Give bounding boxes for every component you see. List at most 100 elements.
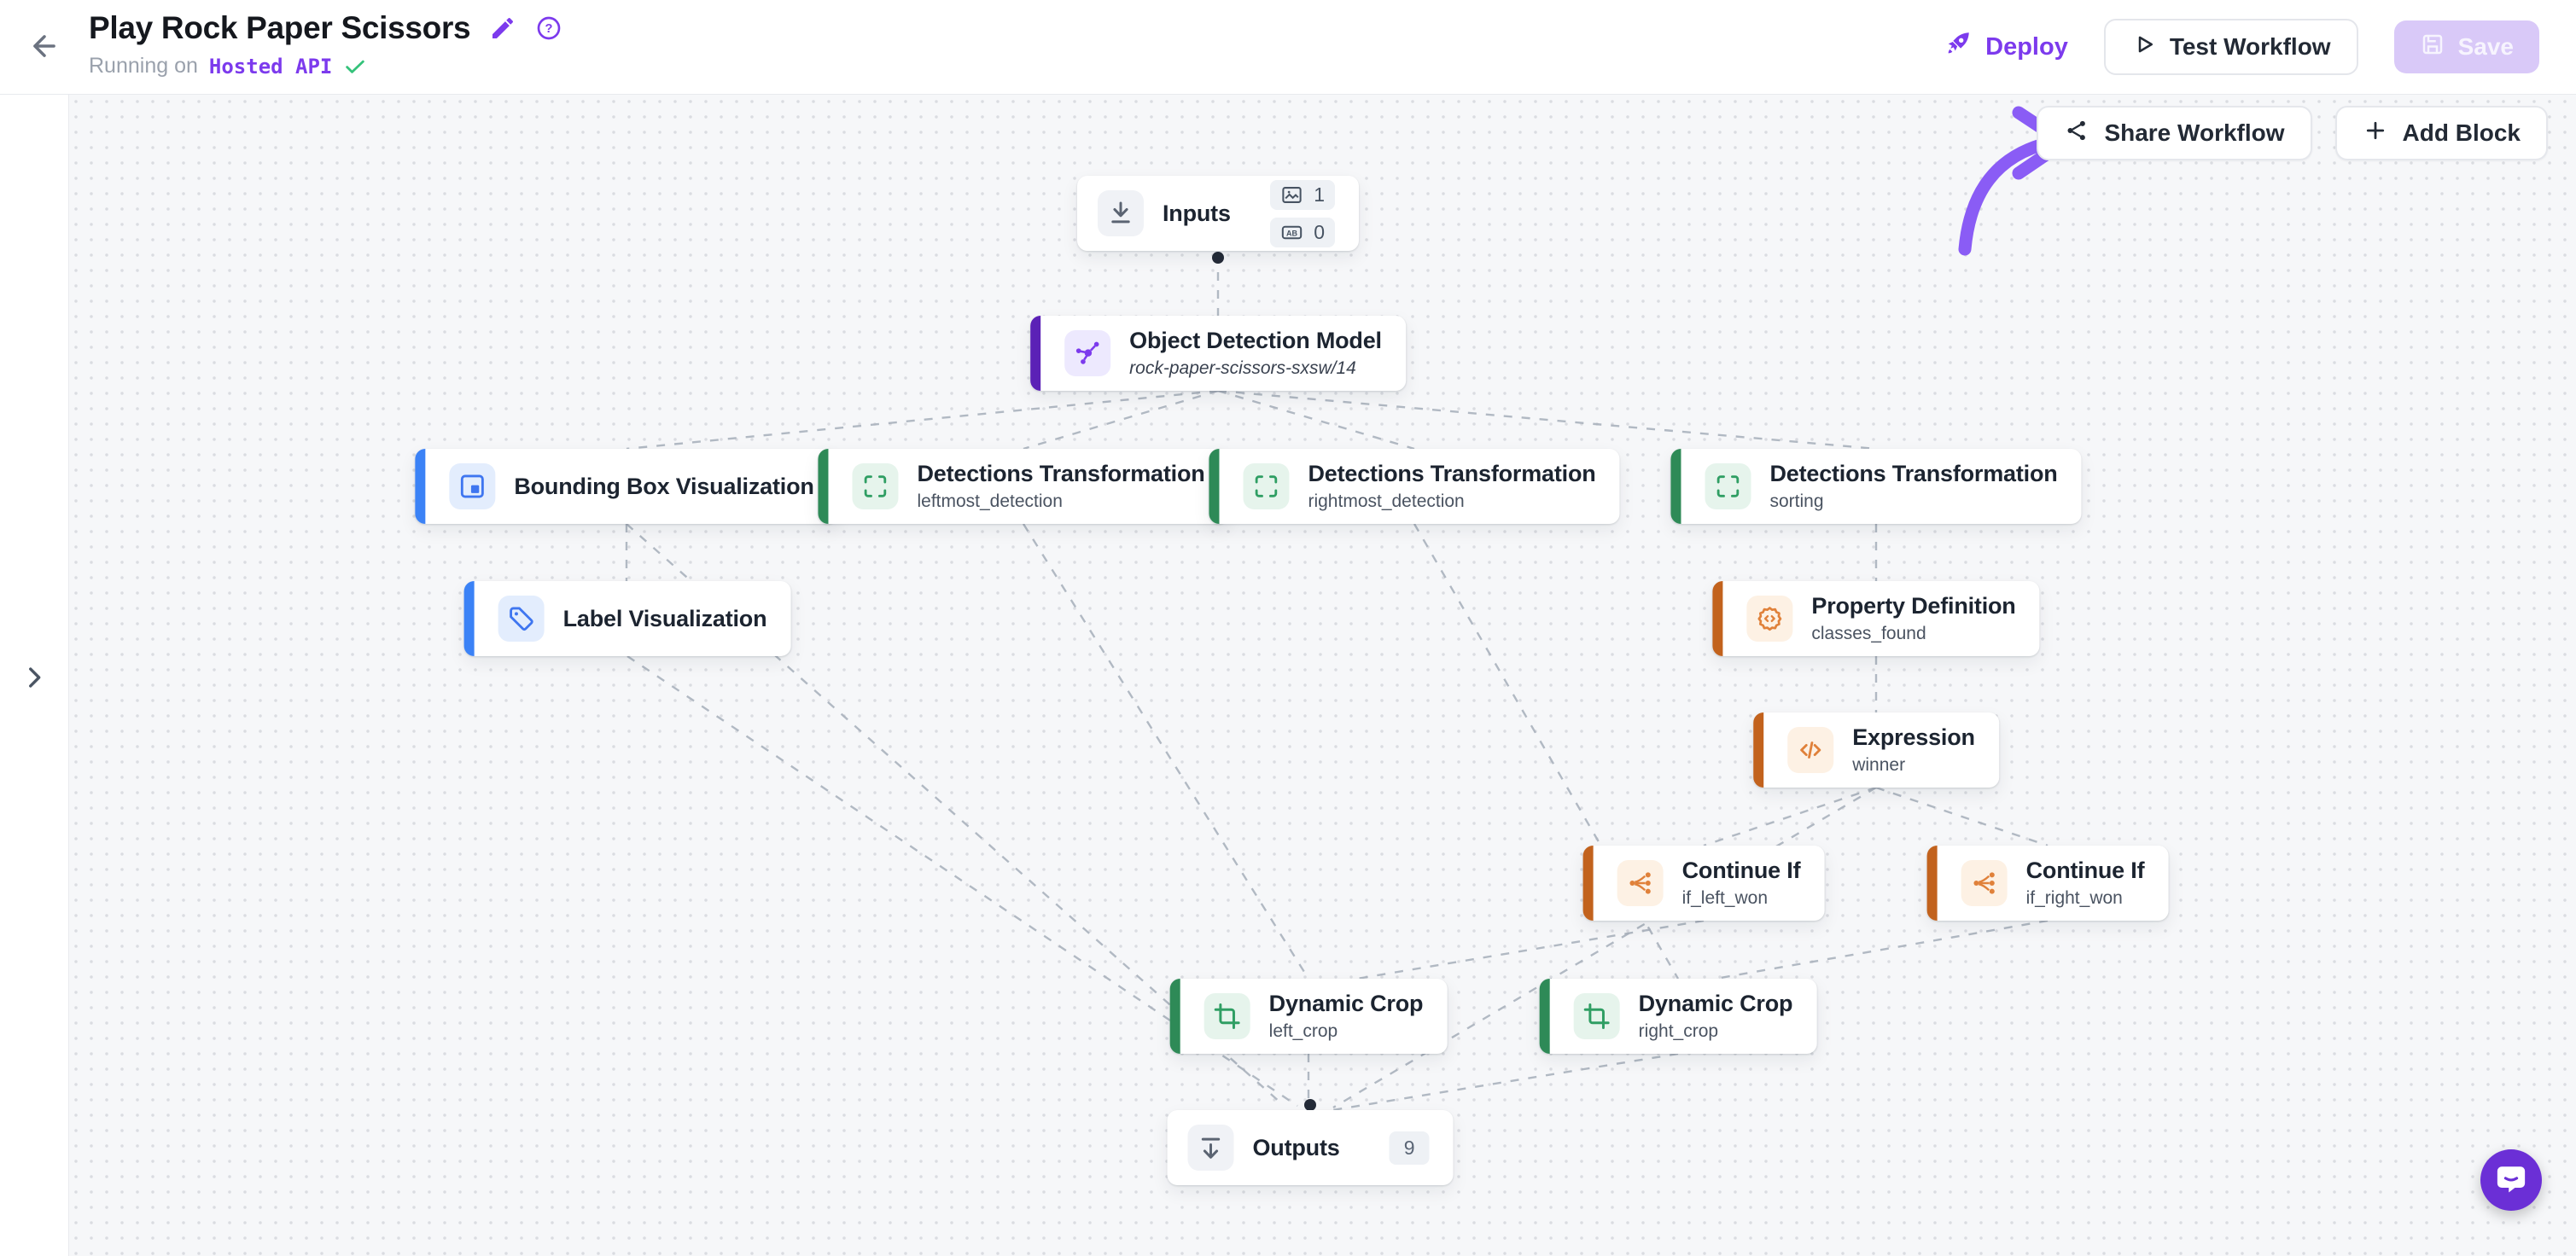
badge-value: 1 (1314, 183, 1325, 206)
node-accent-bar (463, 581, 475, 656)
node-text: Detections Transformation leftmost_detect… (917, 461, 1204, 512)
add-block-button[interactable]: Add Block (2334, 106, 2548, 160)
node-expression[interactable]: Expression winner (1753, 712, 1999, 788)
crop-icon (1203, 993, 1250, 1039)
node-accent-bar (1030, 316, 1041, 391)
node-detections-transformation-rightmost[interactable]: Detections Transformation rightmost_detec… (1209, 449, 1620, 524)
page-title: Play Rock Paper Scissors (89, 10, 471, 45)
node-title: Label Visualization (562, 605, 767, 631)
node-text: Dynamic Crop right_crop (1639, 991, 1793, 1042)
node-badge: 1 (1270, 179, 1335, 210)
node-text: Inputs (1163, 201, 1231, 227)
corners-icon (1243, 463, 1290, 509)
outputs-icon (1187, 1125, 1234, 1171)
badge-value: 9 (1389, 1131, 1430, 1165)
node-title: Continue If (2025, 858, 2145, 883)
canvas-toolbar: Share Workflow Add Block (2037, 106, 2548, 160)
header-actions: Deploy Test Workflow Save (1944, 0, 2539, 94)
node-title: Property Definition (1811, 593, 2016, 619)
node-accent-bar (1753, 712, 1764, 788)
left-rail (0, 94, 69, 1256)
node-title: Dynamic Crop (1638, 991, 1793, 1016)
expand-sidebar-button[interactable] (12, 657, 56, 701)
chat-launcher-button[interactable] (2480, 1149, 2542, 1211)
corners-icon (1705, 463, 1751, 509)
node-subtitle: right_crop (1638, 1021, 1719, 1041)
node-property-definition[interactable]: Property Definition classes_found (1712, 581, 2040, 656)
node-accent-bar (1539, 979, 1550, 1054)
node-text: Bounding Box Visualization (514, 473, 814, 500)
node-text: Detections Transformation rightmost_detec… (1308, 461, 1595, 512)
test-workflow-button[interactable]: Test Workflow (2103, 19, 2358, 75)
check-icon (343, 55, 367, 78)
node-text: Expression winner (1852, 724, 1975, 776)
top-header: Play Rock Paper Scissors ? Running on Ho… (0, 0, 2576, 95)
badge-value: 0 (1314, 220, 1325, 243)
node-title: Object Detection Model (1129, 328, 1382, 353)
help-button[interactable]: ? (535, 15, 562, 42)
edit-title-button[interactable] (489, 15, 516, 42)
node-dynamic-crop-right[interactable]: Dynamic Crop right_crop (1539, 979, 1817, 1054)
node-subtitle: winner (1852, 755, 1906, 775)
annotation-arrow (1958, 136, 2057, 256)
node-title: Inputs (1163, 200, 1231, 226)
runtime-value[interactable]: Hosted API (208, 54, 333, 78)
node-subtitle: leftmost_detection (917, 491, 1063, 511)
deploy-button[interactable]: Deploy (1944, 29, 2068, 65)
corners-icon (852, 463, 899, 509)
text-badge-icon: AB (1280, 221, 1303, 244)
image-badge-icon (1280, 183, 1303, 206)
node-text: Label Visualization (563, 606, 767, 632)
node-title: Detections Transformation (1308, 461, 1596, 486)
svg-text:AB: AB (1286, 229, 1297, 237)
node-subtitle: left_crop (1268, 1021, 1338, 1041)
node-label-visualization[interactable]: Label Visualization (463, 581, 791, 656)
back-button[interactable] (22, 26, 67, 70)
node-text: Property Definition classes_found (1811, 593, 2015, 644)
branch-icon (1961, 860, 2008, 906)
gear-code-icon (1746, 596, 1793, 642)
deploy-label: Deploy (1985, 32, 2068, 61)
node-subtitle: rightmost_detection (1308, 491, 1465, 511)
svg-text:?: ? (545, 22, 553, 36)
node-title: Bounding Box Visualization (514, 473, 814, 499)
node-detections-transformation-leftmost[interactable]: Detections Transformation leftmost_detect… (818, 449, 1229, 524)
node-title: Expression (1852, 724, 1975, 750)
node-bounding-box-visualization[interactable]: Bounding Box Visualization (415, 449, 838, 524)
node-accent-bar (1582, 846, 1594, 921)
save-label: Save (2457, 33, 2514, 60)
node-accent-bar (1670, 449, 1681, 524)
plus-icon (2363, 118, 2388, 149)
running-on-label: Running on (89, 54, 198, 78)
share-workflow-button[interactable]: Share Workflow (2037, 106, 2312, 160)
save-button[interactable]: Save (2393, 20, 2539, 73)
node-accent-bar (1926, 846, 1938, 921)
branch-icon (1617, 860, 1664, 906)
node-accent-bar (1712, 581, 1723, 656)
workflow-title-block: Play Rock Paper Scissors ? Running on Ho… (89, 10, 562, 78)
chevron-right-icon (20, 663, 49, 696)
node-accent-bar (415, 449, 426, 524)
code-icon (1787, 727, 1834, 773)
node-accent-bar (1169, 979, 1180, 1054)
node-title: Detections Transformation (917, 461, 1205, 486)
node-subtitle: if_left_won (1681, 888, 1769, 908)
node-subtitle: classes_found (1811, 624, 1926, 643)
node-title: Outputs (1252, 1134, 1340, 1160)
node-outputs[interactable]: Outputs 9 (1167, 1110, 1454, 1185)
rocket-icon (1944, 29, 1973, 65)
arrow-left-icon (28, 30, 61, 67)
node-title: Detections Transformation (1769, 461, 2058, 486)
node-badge: AB 0 (1270, 217, 1335, 247)
